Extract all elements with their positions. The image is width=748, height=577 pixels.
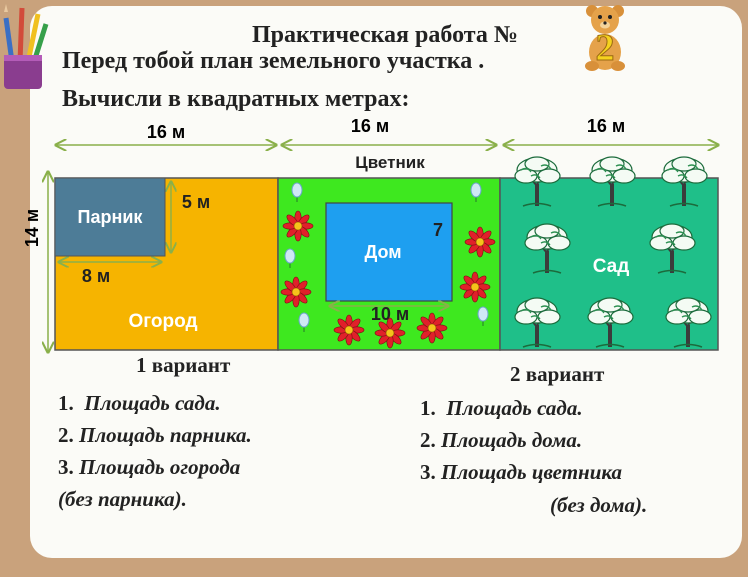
variant2-task-3-note: (без дома). [550, 493, 647, 518]
pencil-cup-icon [3, 4, 49, 89]
variant2-task-3: 3. Площадь цветника [420, 460, 622, 485]
parnik-plot [54, 177, 166, 257]
task-note: (без парника). [58, 487, 187, 511]
task-number: 3. [420, 460, 436, 484]
task-number: 2. [58, 423, 74, 447]
work-number: 2 [596, 27, 615, 69]
width-label-ogorod: 16 м [147, 122, 185, 142]
sad-label: Сад [593, 256, 630, 277]
dom-width-label: 10 м [371, 304, 409, 324]
height-label: 14 м [22, 209, 42, 247]
task-number: 1. [420, 396, 436, 420]
task-text: Площадь парника. [79, 423, 252, 447]
task-number: 3. [58, 455, 74, 479]
variant2-task-2: 2. Площадь дома. [420, 428, 582, 453]
instruction-text: Вычисли в квадратных метрах: [62, 86, 410, 112]
task-text: Площадь сада. [84, 391, 221, 415]
variant1-task-1: 1. Площадь сада. [58, 391, 221, 416]
parnik-label: Парник [78, 207, 144, 227]
variant1-task-2: 2. Площадь парника. [58, 423, 252, 448]
task-text: Площадь дома. [441, 428, 583, 452]
task-text: Площадь огорода [79, 455, 241, 479]
variant2-heading: 2 вариант [510, 362, 605, 386]
parnik-width-label: 8 м [82, 266, 110, 286]
task-number: 1. [58, 391, 74, 415]
task-text: Площадь сада. [446, 396, 583, 420]
top-dimension-lines [48, 145, 718, 352]
dom-label: Дом [364, 242, 401, 262]
flowerbed-title: Цветник [355, 153, 425, 172]
variant2-task-1: 1. Площадь сада. [420, 396, 583, 421]
task-number: 2. [420, 428, 436, 452]
dom-height-label: 7 [433, 220, 443, 240]
page-title: Практическая работа № [252, 22, 518, 48]
variant1-task-3-note: (без парника). [58, 487, 187, 512]
width-label-tsvetnik: 16 м [351, 116, 389, 136]
parnik-height-label: 5 м [182, 192, 210, 212]
task-text: Площадь цветника [441, 460, 623, 484]
task-note: (без дома). [550, 493, 648, 517]
variant1-heading: 1 вариант [136, 353, 231, 377]
width-label-sad: 16 м [587, 116, 625, 136]
ogorod-label: Огород [128, 311, 197, 332]
bear-number-icon: 2 [585, 5, 625, 71]
dom-plot [325, 202, 453, 302]
page-subtitle: Перед тобой план земельного участка . [62, 48, 485, 74]
variant1-task-3: 3. Площадь огорода [58, 455, 240, 480]
